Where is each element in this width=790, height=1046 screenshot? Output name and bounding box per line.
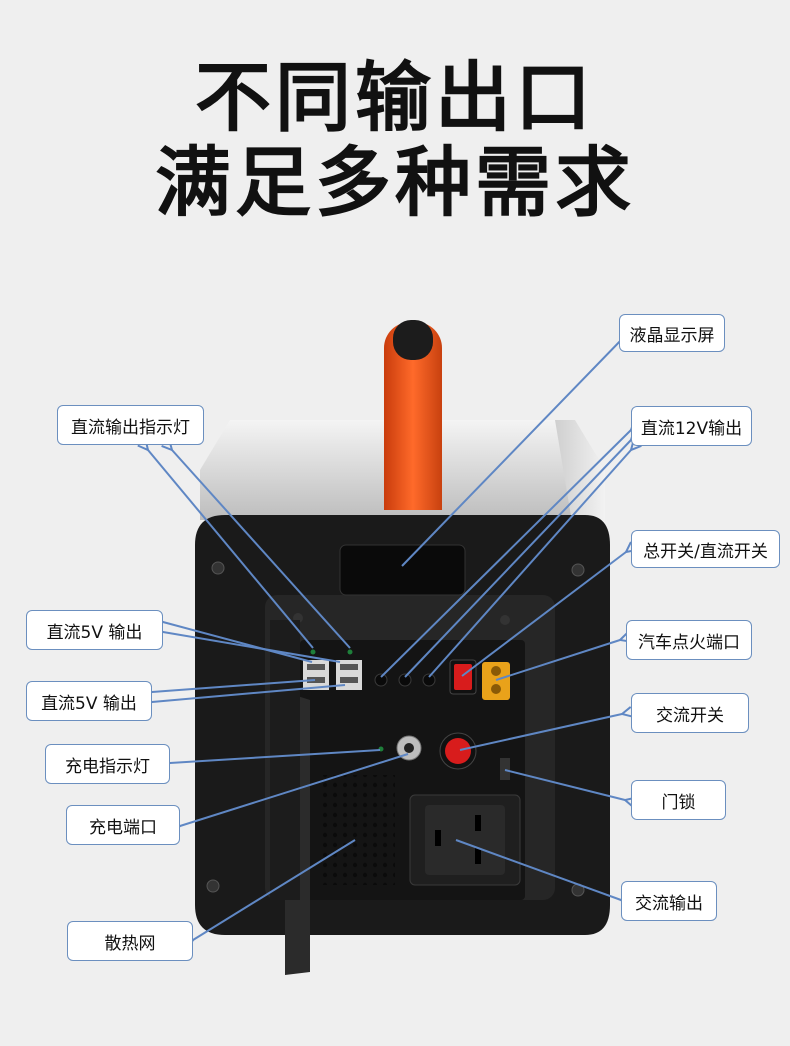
label-car-ignition-port: 汽车点火端口 [626, 620, 752, 660]
label-main-dc-switch: 总开关/直流开关 [631, 530, 780, 568]
headline-line-2: 满足多种需求 [155, 138, 635, 227]
label-dc-output-indicator: 直流输出指示灯 [57, 405, 204, 445]
silver-top-shell [200, 420, 605, 560]
label-vent: 散热网 [67, 921, 193, 961]
lcd-screen [339, 544, 466, 596]
car-ignition-port [482, 662, 510, 700]
main-rocker-switch [449, 659, 477, 695]
label-charge-indicator: 充电指示灯 [45, 744, 170, 784]
label-lcd-screen: 液晶显示屏 [619, 314, 725, 352]
charge-port [396, 735, 422, 761]
label-dc-5v-output-top: 直流5V 输出 [26, 610, 163, 650]
door-lock [500, 758, 510, 780]
label-ac-output: 交流输出 [621, 881, 717, 921]
ac-socket [409, 794, 521, 886]
label-ac-switch: 交流开关 [631, 693, 749, 733]
usb-ports [303, 649, 362, 690]
label-dc-12v-output: 直流12V输出 [631, 406, 752, 446]
label-door-lock: 门锁 [631, 780, 726, 820]
label-charge-port: 充电端口 [66, 805, 180, 845]
label-dc-5v-output-bottom: 直流5V 输出 [26, 681, 152, 721]
vent-grille [320, 775, 395, 885]
headline-line-1: 不同输出口 [195, 53, 595, 142]
dc-12v-ports [374, 673, 436, 687]
callout-lines [148, 336, 631, 940]
ac-rocker-switch [439, 732, 477, 770]
